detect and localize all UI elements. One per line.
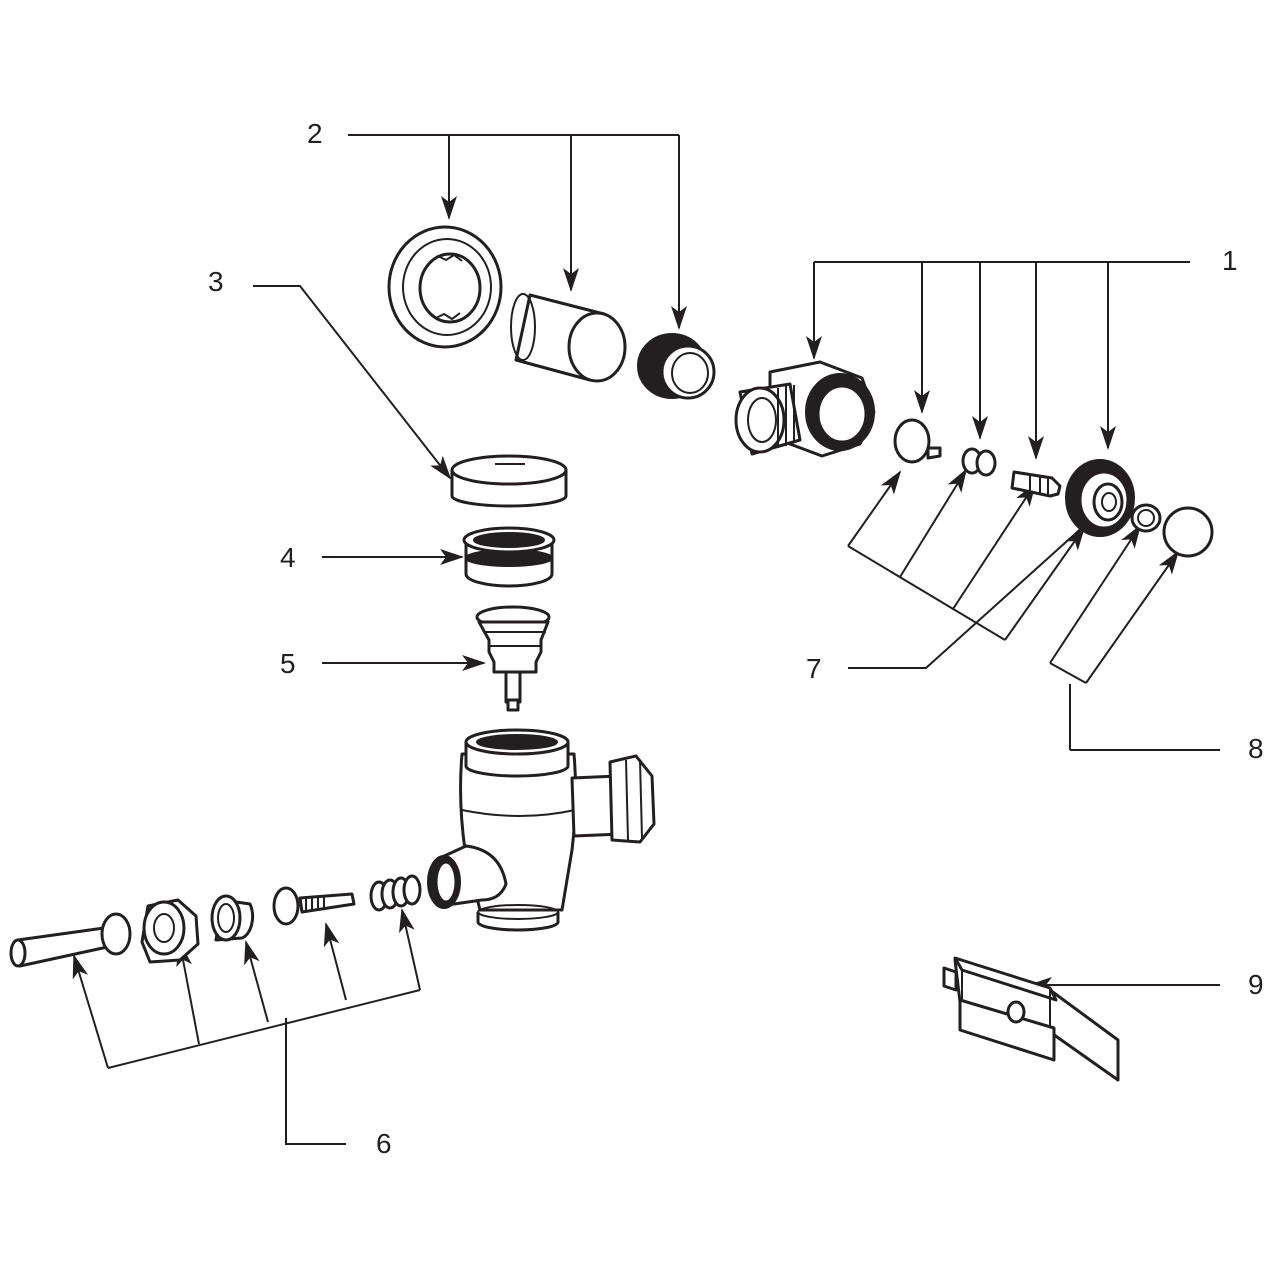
leader-group-1 <box>806 261 1190 460</box>
callout-7: 7 <box>806 653 822 684</box>
stop-cap <box>893 418 942 464</box>
threaded-adapter <box>637 333 716 400</box>
wall-flange <box>387 225 503 349</box>
cap-washer <box>1130 503 1162 533</box>
control-cap <box>450 454 568 508</box>
leader-group-2 <box>348 134 687 330</box>
stop-cap-cover <box>1162 506 1214 558</box>
flushometer-body <box>427 728 656 932</box>
leader-group-6 <box>72 908 421 1145</box>
callout-1: 1 <box>1222 245 1238 276</box>
cover-tube <box>510 293 627 383</box>
handle-spring <box>369 874 422 912</box>
handle-bushing <box>210 894 255 942</box>
stop-stem <box>1010 470 1062 498</box>
callout-9: 9 <box>1248 969 1264 1000</box>
handle-coupling-nut <box>140 898 200 964</box>
plunger-assembly <box>272 886 356 926</box>
stop-valve-body <box>734 360 876 458</box>
spanner-tool <box>942 956 1120 1082</box>
callout-5: 5 <box>280 648 296 679</box>
retaining-ring <box>462 526 556 588</box>
callout-3: 3 <box>208 266 224 297</box>
callout-4: 4 <box>280 542 296 573</box>
callout-2: 2 <box>307 118 323 149</box>
leader-group-7 <box>847 468 1087 669</box>
handle-lever <box>9 912 132 968</box>
callout-8: 8 <box>1248 733 1264 764</box>
piston-cartridge <box>475 605 551 712</box>
leader-group-8 <box>1049 524 1220 751</box>
callout-6: 6 <box>376 1128 392 1159</box>
leader-3 <box>253 285 452 480</box>
stop-bonnet <box>1065 459 1135 537</box>
o-ring-pair <box>961 447 997 477</box>
